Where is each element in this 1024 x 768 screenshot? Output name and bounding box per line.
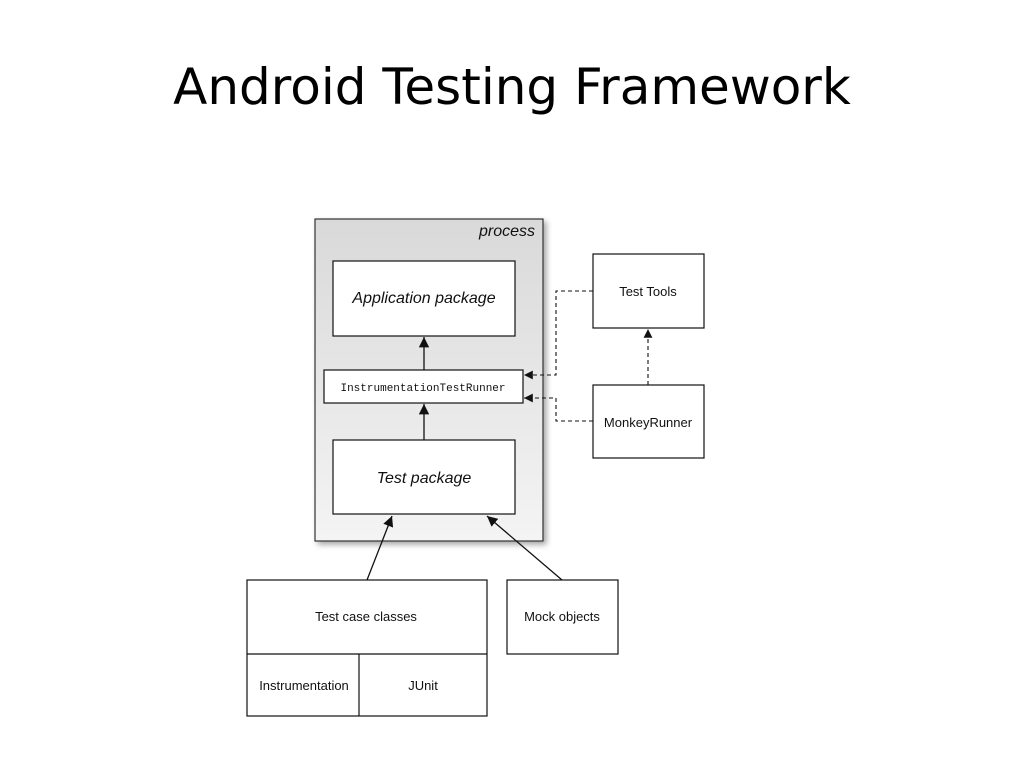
instrumentation-runner-label: InstrumentationTestRunner bbox=[340, 383, 505, 395]
dashed-arrow-testtools-to-runner bbox=[524, 290, 593, 380]
mock-objects-box: Mock objects bbox=[506, 579, 619, 655]
test-tools-box: Test Tools bbox=[592, 253, 705, 329]
instrumentation-runner-box: InstrumentationTestRunner bbox=[323, 369, 524, 404]
test-package-label: Test package bbox=[377, 470, 472, 487]
application-package-label: Application package bbox=[351, 290, 495, 307]
junit-label: JUnit bbox=[408, 678, 438, 693]
mock-objects-label: Mock objects bbox=[524, 609, 600, 624]
test-case-classes-box: Test case classes Instrumentation JUnit bbox=[246, 579, 488, 717]
application-package-box: Application package bbox=[332, 260, 516, 337]
instrumentation-label: Instrumentation bbox=[259, 678, 349, 693]
slide-title: Android Testing Framework bbox=[173, 58, 851, 116]
monkey-runner-label: MonkeyRunner bbox=[604, 415, 693, 430]
process-label: process bbox=[478, 223, 535, 240]
arrow-mock-to-testpkg bbox=[486, 515, 563, 581]
arrow-testcases-to-testpkg bbox=[366, 515, 394, 581]
test-case-classes-label: Test case classes bbox=[315, 609, 417, 624]
monkey-runner-box: MonkeyRunner bbox=[592, 384, 705, 459]
test-package-box: Test package bbox=[332, 439, 516, 515]
test-tools-label: Test Tools bbox=[619, 284, 677, 299]
